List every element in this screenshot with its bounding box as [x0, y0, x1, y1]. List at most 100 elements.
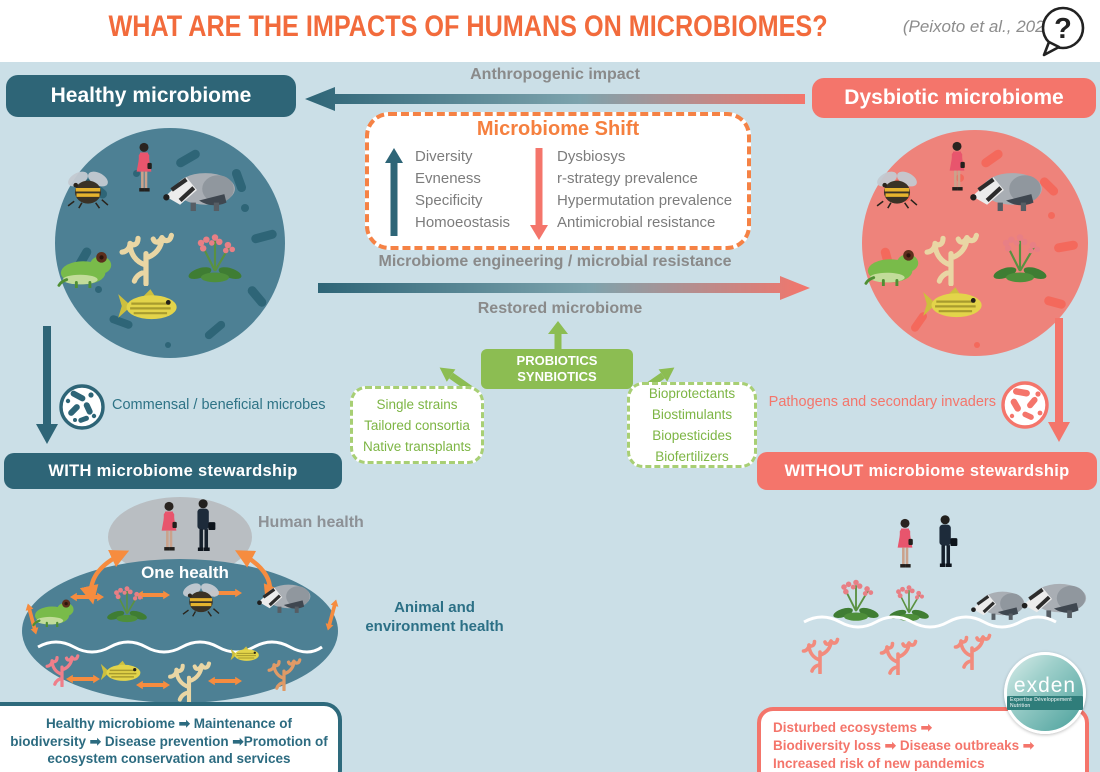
- header: WHAT ARE THE IMPACTS OF HUMANS ON MICROB…: [0, 10, 1100, 44]
- flower-plant-icon: [992, 230, 1048, 286]
- coral-icon: [953, 633, 992, 670]
- beneficial-microbes-label: Commensal / beneficial microbes: [112, 397, 326, 413]
- restored-up-arrow-icon: [548, 321, 568, 351]
- microbiome-shift-box: [365, 112, 751, 250]
- exden-logo-name: exden: [1013, 674, 1077, 697]
- beneficial-microbes-icon: [59, 384, 105, 430]
- bee-icon: [65, 168, 111, 210]
- dysbiotic-microbiome-label: Dysbiotic microbiome: [844, 86, 1064, 109]
- badger-icon: [969, 590, 1026, 622]
- healthy-microbiome-label: Healthy microbiome: [50, 84, 252, 107]
- shift-item: Diversity: [415, 148, 473, 165]
- frog-icon: [57, 246, 117, 288]
- microbe-rod: [174, 148, 202, 169]
- shift-item: r-strategy prevalence: [557, 170, 698, 187]
- bee-icon: [874, 168, 920, 210]
- synbiotics-label: SYNBIOTICS: [517, 369, 597, 384]
- woman-icon: [897, 518, 913, 568]
- coral-icon: [879, 639, 918, 675]
- microbe-dot: [95, 286, 102, 293]
- microbiome-shift-title: Microbiome Shift: [476, 118, 640, 140]
- coral-icon: [801, 637, 840, 674]
- exden-logo-tagline: Expertise Développement Nutrition: [1007, 696, 1083, 710]
- coral-icon: [922, 224, 980, 286]
- bio-item: Bioprotectants: [648, 386, 736, 401]
- microbe-dot: [974, 342, 980, 348]
- healthy-outcome-box: Healthy microbiome ➡ Maintenance of biod…: [0, 702, 342, 772]
- microbe-rod: [1053, 239, 1079, 254]
- shift-item: Hypermutation prevalence: [557, 192, 733, 209]
- shift-increase-list: Diversity Evneness Specificity Homoeosta…: [415, 146, 510, 234]
- disturbed-ecosystem-scene: [801, 515, 1088, 675]
- with-stewardship-box: WITH microbiome stewardship: [4, 453, 342, 489]
- microbe-rod: [250, 228, 278, 245]
- dysbiotic-down-arrow-icon: [1048, 318, 1070, 442]
- bio-item: Biopesticides: [652, 428, 732, 443]
- anthropogenic-impact-label: Anthropogenic impact: [470, 66, 640, 83]
- healthy-microbiome-box: Healthy microbiome: [6, 75, 296, 117]
- decrease-arrow-icon: [530, 148, 548, 240]
- man-icon: [939, 515, 958, 567]
- microbiome-engineering-label: Microbiome engineering / microbial resis…: [378, 253, 732, 270]
- healthy-community-circle: [55, 128, 285, 358]
- engineering-arrow-right-icon: [318, 276, 810, 300]
- healthy-outcome-text: Healthy microbiome ➡ Maintenance of biod…: [10, 716, 328, 766]
- dysbiotic-outcome-line: Increased risk of new pandemics: [773, 756, 985, 771]
- pathogens-label: Pathogens and secondary invaders: [768, 394, 996, 410]
- microbe-dot: [1048, 212, 1055, 219]
- bioproducts-box: Bioprotectants Biostimulants Biopesticid…: [627, 382, 757, 468]
- strains-box: Single strains Tailored consortia Native…: [350, 386, 484, 464]
- with-stewardship-label: WITH microbiome stewardship: [48, 461, 298, 480]
- flower-plant-icon: [832, 578, 880, 622]
- dysbiotic-microbiome-box: Dysbiotic microbiome: [812, 78, 1096, 118]
- increase-arrow-icon: [385, 148, 403, 236]
- exden-logo: exden Expertise Développement Nutrition: [1004, 652, 1086, 734]
- one-health-label: One health: [141, 563, 229, 582]
- bio-item: Biostimulants: [651, 407, 733, 422]
- without-stewardship-box: WITHOUT microbiome stewardship: [757, 452, 1097, 490]
- strain-item: Single strains: [376, 396, 458, 412]
- microbe-dot: [133, 170, 140, 177]
- strain-item: Native transplants: [362, 438, 472, 454]
- anthropogenic-arrow-left-icon: [305, 87, 805, 111]
- animal-environment-health-label: Animal and environment health: [365, 599, 504, 635]
- probiotics-box: PROBIOTICS SYNBIOTICS: [481, 349, 633, 389]
- badger-icon: [159, 168, 237, 214]
- human-health-label: Human health: [258, 514, 364, 531]
- frog-icon: [864, 244, 924, 286]
- microbe-rod: [245, 284, 269, 309]
- question-mark-glyph: ?: [1054, 13, 1072, 45]
- citation: (Peixoto et al., 2022): [902, 17, 1060, 36]
- one-health-diagram: [22, 497, 341, 703]
- shift-item: Antimicrobial resistance: [557, 214, 716, 231]
- dysbiotic-community-circle: [862, 130, 1088, 356]
- strain-item: Tailored consortia: [364, 417, 470, 433]
- shift-item: Homoeostasis: [415, 214, 511, 231]
- badger-icon: [1019, 582, 1088, 620]
- fish-icon: [117, 286, 179, 326]
- healthy-down-arrow-icon: [36, 326, 58, 444]
- badger-icon: [966, 168, 1044, 214]
- microbe-dot: [241, 204, 249, 212]
- help-icon[interactable]: ?: [1033, 4, 1093, 58]
- without-stewardship-label: WITHOUT microbiome stewardship: [784, 461, 1070, 480]
- dysbiotic-outcome-line: Biodiversity loss ➡ Disease outbreaks ➡: [773, 738, 1035, 753]
- microbe-rod: [979, 147, 1005, 170]
- microbe-dot: [165, 342, 171, 348]
- dysbiotic-outcome-line: Disturbed ecosystems ➡: [773, 720, 933, 735]
- bio-item: Biofertilizers: [655, 449, 729, 464]
- restored-microbiome-label: Restored microbiome: [477, 300, 643, 317]
- shift-decrease-list: Dysbiosys r-strategy prevalence Hypermut…: [557, 146, 732, 234]
- probiotics-label: PROBIOTICS: [516, 353, 598, 368]
- pathogens-icon: [1001, 381, 1049, 429]
- page-title: WHAT ARE THE IMPACTS OF HUMANS ON MICROB…: [108, 10, 828, 43]
- coral-icon: [117, 224, 175, 286]
- flower-plant-icon: [187, 230, 243, 286]
- fish-icon: [922, 284, 984, 324]
- microbe-rod: [1043, 295, 1067, 310]
- microbe-rod: [203, 319, 227, 341]
- shift-item: Dysbiosys: [557, 148, 626, 165]
- shift-item: Specificity: [415, 192, 483, 209]
- shift-item: Evneness: [415, 170, 481, 187]
